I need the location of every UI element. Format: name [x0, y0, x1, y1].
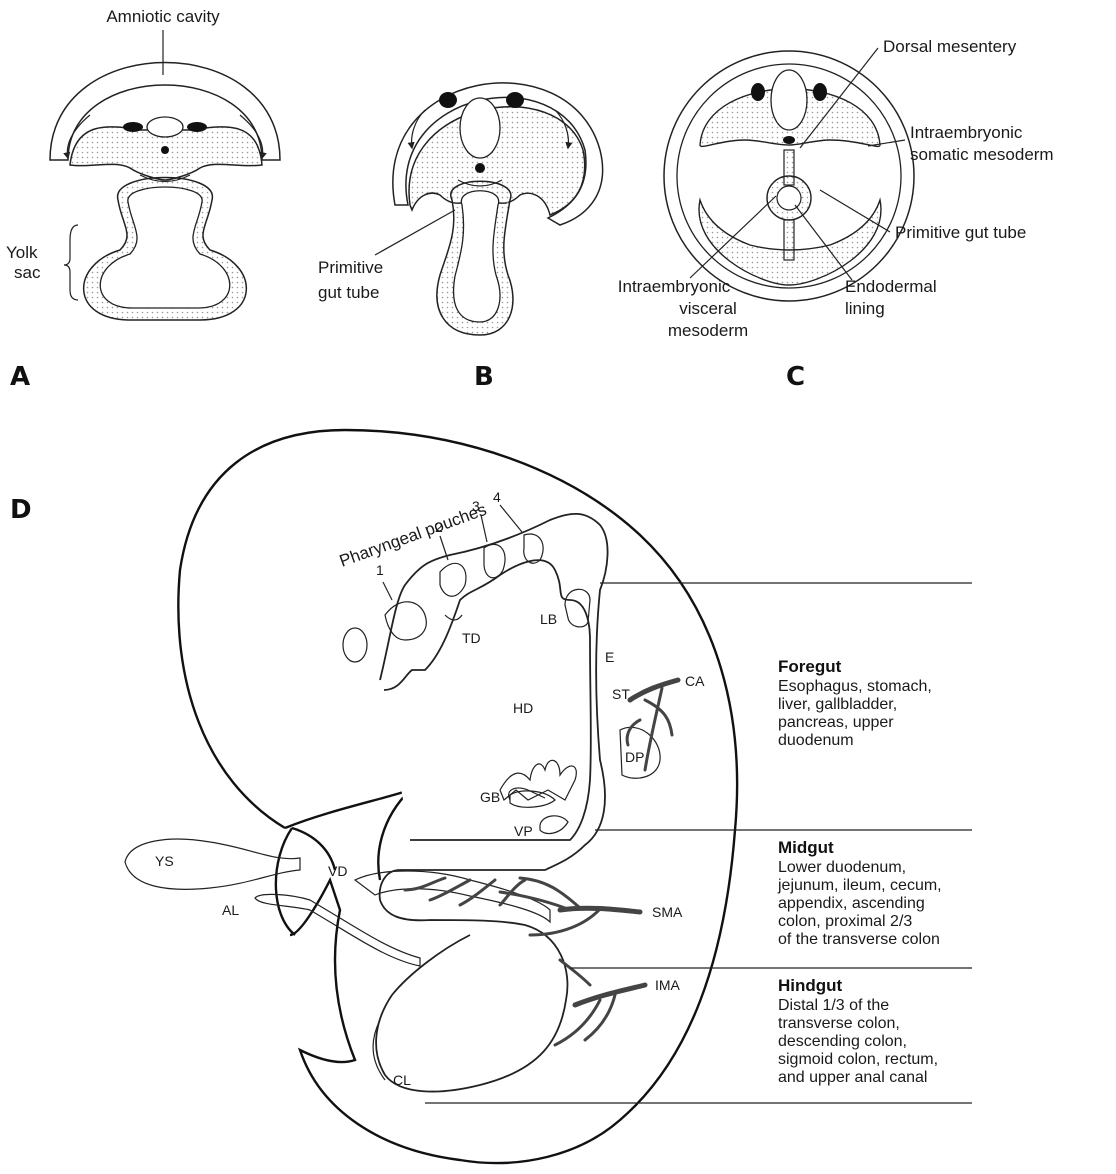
ca-label: CA — [685, 673, 705, 689]
intraembryonic-somatic-label-1: Intraembryonic — [910, 123, 1023, 142]
hindgut-line: descending colon, — [778, 1033, 907, 1050]
pouch-3-label: 3 — [472, 498, 480, 514]
pouch-2-label: 2 — [435, 519, 443, 535]
endodermal-label: Endodermal — [845, 277, 937, 296]
gut-tube-label: gut tube — [318, 283, 379, 302]
lb-label: LB — [540, 611, 557, 627]
sac-label: sac — [14, 263, 41, 282]
panel-c-figure — [664, 48, 914, 301]
panel-b-label: B — [474, 362, 494, 392]
e-label: E — [605, 649, 614, 665]
vd-label: VD — [328, 863, 347, 879]
panel-d-label: D — [10, 495, 32, 525]
hindgut-line: transverse colon, — [778, 1015, 900, 1032]
hindgut-line: sigmoid colon, rectum, — [778, 1051, 938, 1068]
amniotic-cavity-label: Amniotic cavity — [106, 7, 220, 26]
st-label: ST — [612, 686, 630, 702]
hindgut-title: Hindgut — [778, 976, 843, 995]
primitive-gut-tube-label: Primitive gut tube — [895, 223, 1026, 242]
ima-label: IMA — [655, 977, 681, 993]
foregut-title: Foregut — [778, 657, 842, 676]
panel-c-label: C — [786, 362, 805, 392]
gb-label: GB — [480, 789, 500, 805]
hd-label: HD — [513, 700, 533, 716]
midgut-description: Midgut Lower duodenum, jejunum, ileum, c… — [777, 838, 942, 948]
midgut-line: appendix, ascending — [778, 895, 925, 912]
intraembryonic-visceral-label-1: Intraembryonic — [618, 277, 731, 296]
pouch-1-label: 1 — [376, 562, 384, 578]
sma-label: SMA — [652, 904, 683, 920]
midgut-title: Midgut — [778, 838, 834, 857]
primitive-label: Primitive — [318, 258, 383, 277]
hindgut-line: Distal 1/3 of the — [778, 997, 889, 1014]
foregut-line: liver, gallbladder, — [778, 696, 897, 713]
lining-label: lining — [845, 299, 885, 318]
yolk-label: Yolk — [6, 243, 38, 262]
midgut-line: Lower duodenum, — [778, 859, 906, 876]
ys-label: YS — [155, 853, 174, 869]
panel-a-label: A — [10, 362, 30, 392]
hindgut-line: and upper anal canal — [778, 1069, 927, 1086]
mesoderm-label: mesoderm — [668, 321, 748, 340]
al-label: AL — [222, 902, 239, 918]
hindgut-description: Hindgut Distal 1/3 of the transverse col… — [778, 976, 938, 1086]
dorsal-mesentery-label: Dorsal mesentery — [883, 37, 1017, 56]
panel-b-figure — [375, 83, 603, 335]
vp-label: VP — [514, 823, 533, 839]
pouch-4-label: 4 — [493, 489, 501, 505]
foregut-line: Esophagus, stomach, — [778, 678, 932, 695]
dp-label: DP — [625, 749, 644, 765]
somatic-mesoderm-label: somatic mesoderm — [910, 145, 1054, 164]
foregut-description: Foregut Esophagus, stomach, liver, gallb… — [778, 657, 932, 749]
panel-a-figure — [50, 30, 280, 320]
midgut-line: colon, proximal 2/3 — [778, 913, 912, 930]
foregut-line: duodenum — [778, 732, 854, 749]
foregut-line: pancreas, upper — [778, 714, 894, 731]
cl-label: CL — [393, 1072, 411, 1088]
td-label: TD — [462, 630, 481, 646]
visceral-label: visceral — [679, 299, 737, 318]
midgut-line: jejunum, ileum, cecum, — [777, 877, 942, 894]
midgut-line: of the transverse colon — [778, 931, 940, 948]
